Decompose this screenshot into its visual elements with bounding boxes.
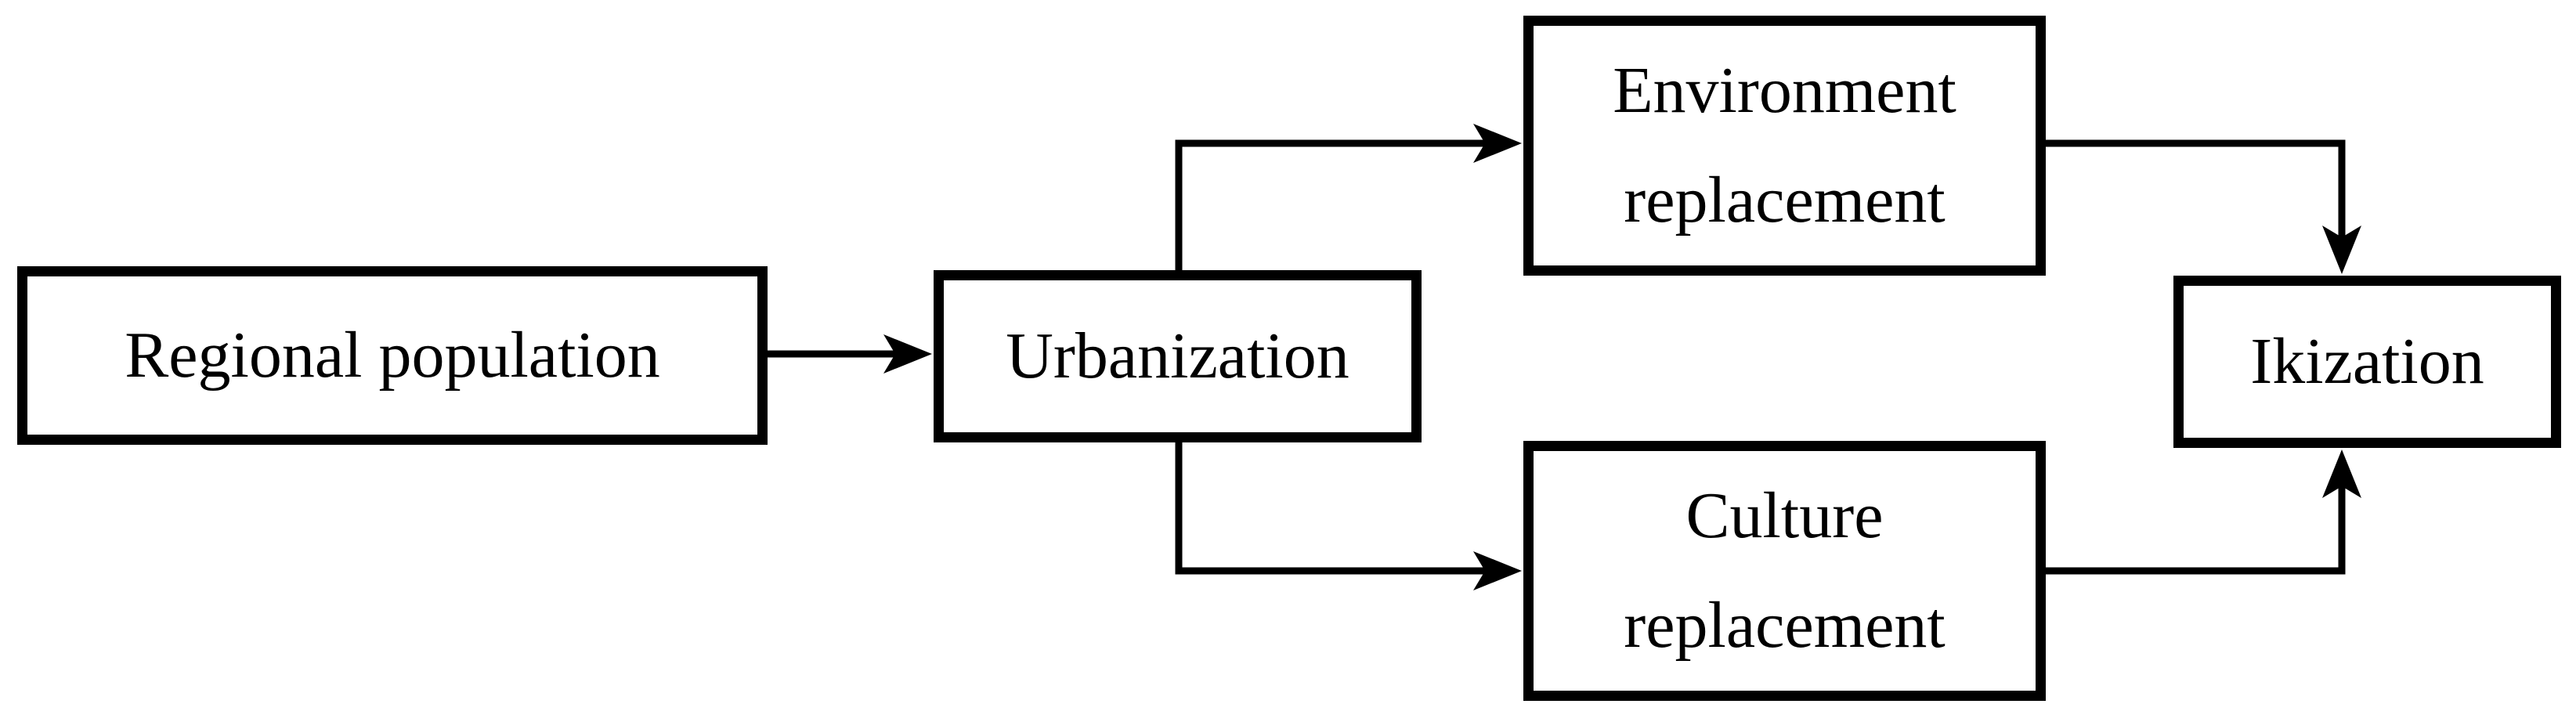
arrowhead-urbanization-to-environment xyxy=(1473,124,1522,163)
node-environment-replacement: Environment replacement xyxy=(1523,16,2046,276)
connector-urbanization-to-culture xyxy=(1175,437,1486,575)
arrowhead-regional-to-urbanization xyxy=(883,334,932,374)
node-culture-replacement-label-line2: replacement xyxy=(1624,589,1946,662)
connector-environment-to-ikization xyxy=(2046,139,2346,237)
node-environment-replacement-label-line1: Environment xyxy=(1613,54,1956,127)
connector-culture-to-ikization xyxy=(2046,486,2346,575)
arrowhead-urbanization-to-culture xyxy=(1473,551,1522,590)
arrowhead-culture-to-ikization xyxy=(2322,449,2361,498)
node-urbanization: Urbanization xyxy=(934,270,1422,442)
node-ikization-label: Ikization xyxy=(2250,325,2484,398)
node-regional-population: Regional population xyxy=(17,266,768,445)
node-culture-replacement: Culture replacement xyxy=(1523,441,2046,701)
node-ikization: Ikization xyxy=(2173,276,2561,448)
node-urbanization-label: Urbanization xyxy=(1006,319,1349,392)
node-regional-population-label: Regional population xyxy=(125,319,660,392)
node-culture-replacement-label-line1: Culture xyxy=(1685,479,1884,552)
connector-urbanization-to-environment xyxy=(1175,139,1486,276)
arrowhead-environment-to-ikization xyxy=(2322,226,2361,274)
node-environment-replacement-label-line2: replacement xyxy=(1624,164,1946,236)
